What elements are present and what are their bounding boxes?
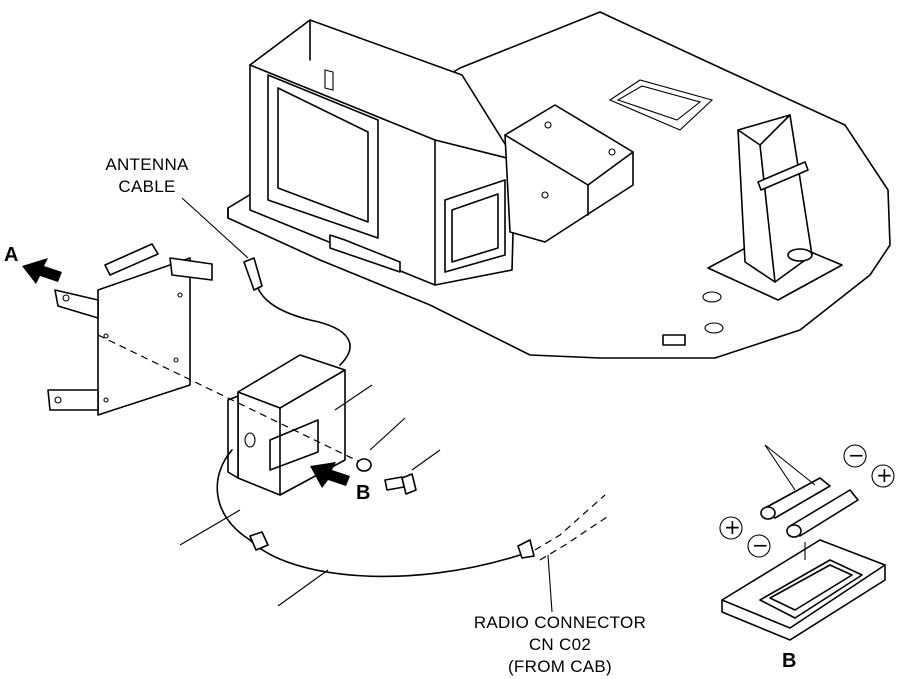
leader-lines: [179, 384, 441, 607]
minus-sign-left: −: [752, 533, 769, 557]
console-box: [249, 19, 516, 286]
antenna-cable: [181, 197, 351, 366]
washer-and-bolt: [356, 458, 417, 495]
arrow-b-label: B: [356, 482, 371, 504]
detail-b-label: B: [782, 650, 797, 672]
radio-connector-line-2: CN C02: [528, 635, 592, 654]
plate-holes: [662, 291, 724, 346]
minus-sign-top: −: [848, 443, 865, 467]
connector-cable: [216, 449, 611, 613]
arrow-a-label: A: [4, 244, 19, 266]
antenna-cable-line-1: ANTENNA: [105, 155, 189, 174]
radio-bracket: [47, 243, 213, 416]
plus-sign-top: +: [876, 463, 893, 487]
radio-connector-line-3: (FROM CAB): [507, 657, 613, 676]
alignment-line: [97, 334, 363, 464]
plate-bracket: [504, 104, 634, 243]
antenna-cable-label: ANTENNA CABLE: [92, 154, 202, 198]
polarity-symbols: [719, 444, 895, 558]
radio-unit: [227, 354, 346, 496]
battery-detail: [721, 444, 886, 641]
arrow-a-shape: [22, 258, 62, 284]
seat-pedestal: [707, 114, 843, 301]
antenna-cable-line-2: CABLE: [118, 177, 176, 196]
radio-connector-label: RADIO CONNECTOR CN C02 (FROM CAB): [460, 612, 660, 678]
radio-connector-line-1: RADIO CONNECTOR: [473, 613, 647, 632]
arrow-b-shape: [310, 462, 350, 488]
plus-sign-left: +: [724, 515, 741, 539]
